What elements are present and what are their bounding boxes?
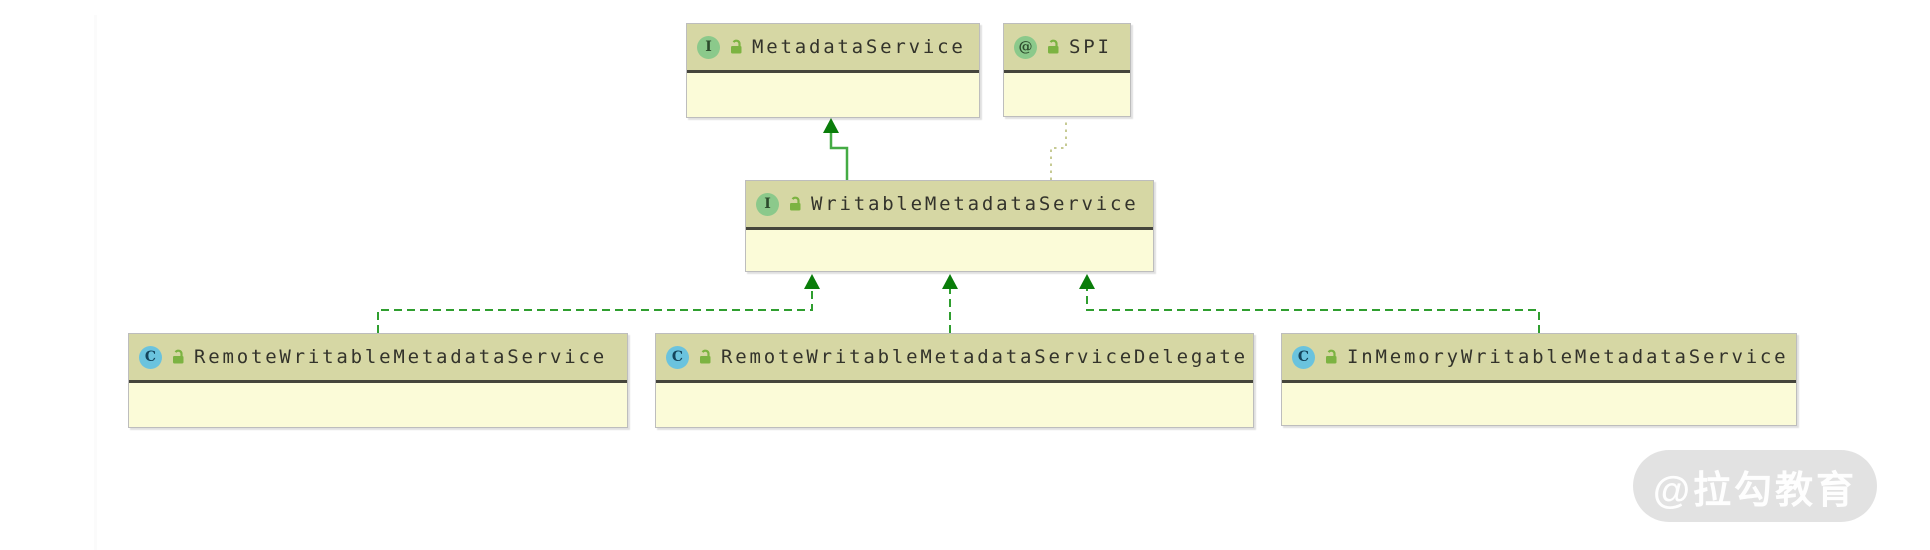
node-label: RemoteWritableMetadataService (194, 346, 607, 368)
unlocked-padlock-icon (731, 39, 742, 54)
node-body (1282, 386, 1796, 425)
node-header: @ SPI (1004, 24, 1130, 73)
annotation-icon: @ (1014, 35, 1037, 59)
interface-icon: I (697, 35, 720, 59)
node-header: C RemoteWritableMetadataServiceDelegate (656, 334, 1253, 383)
node-header: I MetadataService (687, 24, 979, 73)
unlocked-padlock-icon (1326, 349, 1337, 364)
node-body (1004, 76, 1130, 116)
interface-icon: I (756, 192, 779, 216)
node-body (746, 233, 1153, 271)
node-label: SPI (1069, 36, 1112, 58)
arrowhead-icon (1079, 274, 1095, 289)
class-icon: C (666, 345, 689, 369)
class-icon: C (1292, 345, 1315, 369)
watermark-badge: @拉勾教育 (1633, 450, 1877, 522)
unlocked-padlock-icon (700, 349, 711, 364)
node-header: C RemoteWritableMetadataService (129, 334, 627, 383)
unlocked-padlock-icon (173, 349, 184, 364)
node-spi[interactable]: @ SPI (1003, 23, 1131, 117)
canvas-left-edge (94, 15, 97, 550)
node-writable-metadata-service[interactable]: I WritableMetadataService (745, 180, 1154, 272)
watermark-text: @拉勾教育 (1652, 469, 1858, 512)
node-body (687, 76, 979, 117)
node-label: InMemoryWritableMetadataService (1347, 346, 1789, 368)
node-metadata-service[interactable]: I MetadataService (686, 23, 980, 118)
node-remote-writable-metadata-service-delegate[interactable]: C RemoteWritableMetadataServiceDelegate (655, 333, 1254, 428)
arrowhead-icon (942, 274, 958, 289)
unlocked-padlock-icon (790, 196, 801, 211)
arrowhead-icon (804, 274, 820, 289)
node-body (129, 386, 627, 427)
node-remote-writable-metadata-service[interactable]: C RemoteWritableMetadataService (128, 333, 628, 428)
arrowhead-icon (823, 118, 839, 133)
node-inmemory-writable-metadata-service[interactable]: C InMemoryWritableMetadataService (1281, 333, 1797, 426)
node-header: C InMemoryWritableMetadataService (1282, 334, 1796, 383)
edge-implements-delegate (942, 274, 958, 333)
edge-annotation-spi (1050, 118, 1067, 180)
edge-implements-inmemory (1079, 274, 1540, 333)
node-label: RemoteWritableMetadataServiceDelegate (721, 346, 1248, 368)
edge-implements-remote (377, 274, 820, 333)
node-label: WritableMetadataService (811, 193, 1139, 215)
unlocked-padlock-icon (1048, 39, 1059, 54)
node-header: I WritableMetadataService (746, 181, 1153, 230)
edge-extends-metadata-service (823, 118, 849, 180)
node-body (656, 386, 1253, 427)
class-icon: C (139, 345, 162, 369)
node-label: MetadataService (752, 36, 966, 58)
